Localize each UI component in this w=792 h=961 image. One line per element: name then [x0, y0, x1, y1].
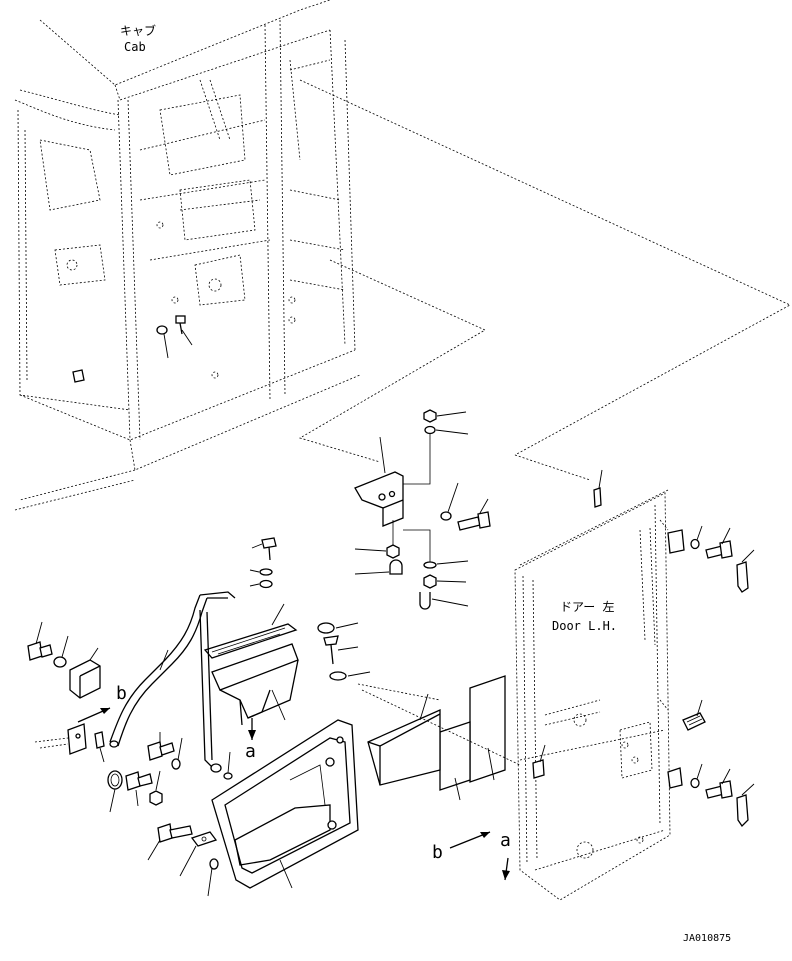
door-label-jp: ドアー 左: [560, 599, 615, 614]
hinge-bracket: [354, 436, 404, 527]
rubber-ring: [107, 770, 123, 813]
hex-nut: [423, 409, 467, 423]
alignment-line: [514, 454, 591, 481]
hex-bolt: [147, 823, 193, 861]
washer: [171, 737, 183, 770]
cab-mount-washer: [156, 325, 169, 359]
cab-clip: [72, 369, 85, 383]
washer: [249, 568, 273, 576]
door-trim-panel: [211, 719, 359, 889]
alignment-line: [299, 79, 791, 456]
door-panel-block: [367, 693, 441, 786]
door-label-en: Door L.H.: [552, 619, 617, 633]
cab-label-jp: キャブ: [120, 23, 156, 38]
door-plug: [593, 469, 603, 508]
door-hinge-lower: [667, 767, 683, 789]
striker-latch: [34, 723, 105, 763]
alignment-line: [357, 683, 441, 701]
washer: [223, 751, 233, 780]
rubber-cap: [354, 559, 403, 575]
view-label-a-right: a: [500, 830, 511, 851]
washer: [207, 858, 219, 897]
hinge-cover: [736, 549, 755, 593]
view-arrow-b-right: [449, 831, 491, 849]
hinge-bolt: [705, 768, 733, 799]
catch-plate: [179, 831, 218, 877]
hinge-cover: [736, 783, 755, 828]
pad-small: [439, 721, 471, 801]
drawing-number: JA010875: [683, 933, 731, 944]
door-grille: [682, 699, 706, 731]
door-hinge-upper: [667, 529, 685, 554]
door-lh: [514, 489, 671, 901]
view-label-a: a: [245, 741, 256, 762]
view-label-b-right: b: [432, 842, 443, 863]
tray-liner: [203, 603, 298, 659]
bracket-bolt: [457, 498, 491, 531]
view-arrow-a-right: [502, 857, 510, 881]
u-clip: [419, 592, 469, 610]
washer: [249, 579, 273, 589]
view-arrow-b-head: [100, 708, 110, 714]
view-arrow-a-left: [248, 718, 256, 740]
door-label-marker: [532, 744, 546, 779]
storage-box: [211, 643, 299, 726]
washer: [424, 425, 469, 435]
hinge-bolt: [705, 527, 733, 559]
washer: [690, 763, 703, 789]
hex-bolt: [147, 732, 175, 761]
hex-bolt: [125, 771, 153, 807]
bracket-link-lines: [392, 432, 431, 562]
hex-nut: [149, 770, 163, 806]
pan-screw: [251, 537, 277, 561]
washer: [440, 482, 459, 521]
alignment-line: [361, 689, 521, 766]
catch-bracket: [69, 647, 101, 699]
rubber-grommet: [317, 622, 359, 634]
pad-tall: [469, 675, 506, 783]
countersunk-screw: [323, 635, 359, 665]
view-label-b: b: [116, 683, 127, 704]
cab-label-en: Cab: [124, 40, 146, 54]
washer: [423, 560, 469, 569]
grab-handle: [109, 591, 236, 773]
alignment-line: [299, 259, 486, 463]
cab-frame: [14, 0, 361, 511]
cab-mount-bolt: [175, 315, 193, 346]
hex-nut: [423, 574, 467, 589]
hex-bolt: [27, 621, 53, 661]
hex-nut: [354, 544, 400, 559]
washer: [329, 671, 371, 681]
washer: [53, 635, 69, 668]
washer: [690, 525, 703, 550]
